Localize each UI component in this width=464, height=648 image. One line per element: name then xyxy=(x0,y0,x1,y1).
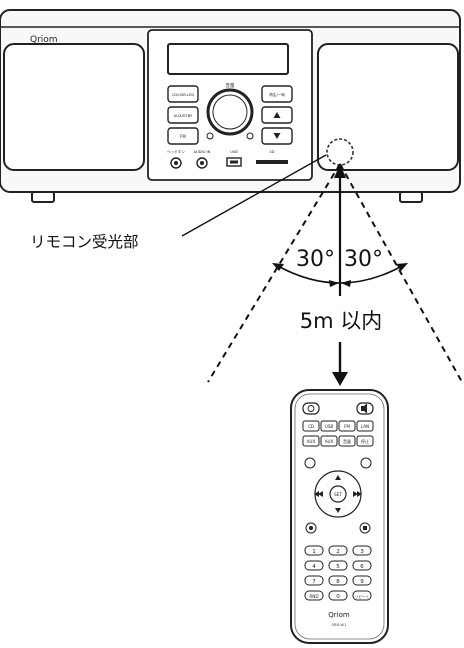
volume-knob-label: 音量 xyxy=(226,82,235,89)
remote-brand-logo: Qriom xyxy=(328,611,350,619)
dpad-up-icon xyxy=(335,475,341,480)
remote-return-button xyxy=(304,457,316,469)
unit-brand-logo: Qriom xyxy=(30,35,58,45)
right-speaker-grille xyxy=(317,43,459,171)
left-boundary-line xyxy=(207,163,341,383)
remote-key xyxy=(328,545,348,556)
remote-key xyxy=(352,545,372,556)
cd-usb-led-button xyxy=(167,85,199,103)
right-boundary-line xyxy=(339,163,463,383)
aux-stby-button xyxy=(167,106,199,124)
left-foot xyxy=(31,191,55,203)
remote-row2-btn xyxy=(320,435,338,447)
remote-row1-label: LAN xyxy=(361,424,369,429)
cd-usb-led-label: CD/USB-LED xyxy=(172,93,194,97)
display-window xyxy=(167,43,289,75)
left-speaker-grille xyxy=(3,43,145,171)
remote-row2-btn xyxy=(356,435,374,447)
remote-row1-label: CD xyxy=(308,424,314,429)
remote-key xyxy=(328,560,348,571)
distance-label: 5m 以内 xyxy=(300,309,383,333)
receiver-label: リモコン受光部 xyxy=(30,233,139,251)
callout-leader-line xyxy=(181,154,327,237)
aux-stby-label: AUX/STBY xyxy=(174,113,193,118)
sd-card-slot xyxy=(256,160,288,164)
remote-key xyxy=(328,575,348,586)
remote-row1-btn xyxy=(338,420,356,432)
remote-menu-button xyxy=(360,457,372,469)
remote-key xyxy=(352,590,372,601)
volume-knob xyxy=(206,88,254,136)
remote-row2-btn xyxy=(302,435,320,447)
speaker-icon xyxy=(361,403,367,414)
remote-key-label: 2 xyxy=(336,549,340,555)
remote-control: CD USB FM LAN AUX AUX 音量 停止 SET 1 xyxy=(290,389,389,644)
arc-arrow-center-left-icon xyxy=(329,280,339,287)
remote-row1-label: USB xyxy=(325,424,333,429)
remote-row1-btn xyxy=(302,420,320,432)
remote-key-label: 7 xyxy=(312,579,316,585)
remote-row1-btn xyxy=(356,420,374,432)
dpad-left-icon xyxy=(314,491,323,497)
remote-key-label: 0 xyxy=(336,594,340,600)
remote-row1-label: FM xyxy=(344,424,350,429)
fm-label: FM xyxy=(180,134,186,139)
arc-arrow-right-outer-icon xyxy=(396,263,408,271)
headphone-jack-label: ヘッドホン xyxy=(167,149,185,154)
left-angle-label: 30° xyxy=(296,247,335,272)
remote-row1-btn xyxy=(320,420,338,432)
remote-key-label: 6 xyxy=(360,564,364,570)
remote-key-label: 8 xyxy=(336,579,340,585)
up-triangle-icon xyxy=(273,112,281,118)
remote-row2-btn xyxy=(338,435,356,447)
play-pause-button xyxy=(261,85,293,103)
dpad-right-icon xyxy=(353,491,362,497)
remote-row2-label: 停止 xyxy=(361,438,369,444)
remote-key xyxy=(304,590,324,601)
arc-arrow-center-right-icon xyxy=(341,280,351,287)
down-arrow-head xyxy=(332,372,348,386)
remote-key xyxy=(352,575,372,586)
remote-row2-label: 音量 xyxy=(343,438,351,444)
remote-key-label: 3 xyxy=(360,549,364,555)
audio-in-label: AUDIO IN xyxy=(194,150,211,154)
remote-set-button xyxy=(329,485,347,503)
remote-key xyxy=(304,545,324,556)
remote-key-label: 5 xyxy=(336,564,340,570)
remote-power-button xyxy=(302,402,320,415)
remote-row2-label: AUX xyxy=(307,439,316,444)
down-triangle-icon xyxy=(273,133,281,139)
audio-unit: Qriom 音量 CD/USB-LED AUX/STBY FM 再生/一時 ヘッ… xyxy=(0,9,461,203)
remote-key xyxy=(304,575,324,586)
remote-key-label: リピート xyxy=(355,594,370,599)
remote-key xyxy=(352,560,372,571)
usb-port-label: USB xyxy=(230,150,238,154)
right-foot xyxy=(399,191,423,203)
remote-key-label: 4 xyxy=(312,564,316,570)
angle-arc xyxy=(277,265,403,284)
fm-button xyxy=(167,127,199,145)
sd-slot-label: SD xyxy=(269,150,274,154)
remote-key-label: 9 xyxy=(360,579,364,585)
remote-key-label: RND xyxy=(309,594,318,599)
remote-key-label: 1 xyxy=(312,549,316,555)
arc-arrow-left-outer-icon xyxy=(272,263,284,271)
play-pause-label: 再生/一時 xyxy=(269,92,285,97)
right-angle-label: 30° xyxy=(344,247,383,272)
center-axis-arrowhead-up xyxy=(334,164,346,178)
remote-key xyxy=(304,560,324,571)
remote-set-label: SET xyxy=(334,492,342,497)
remote-key xyxy=(328,590,348,601)
remote-row2-label: AUX xyxy=(325,439,334,444)
remote-model-label: SRB-W1 xyxy=(331,622,347,627)
dpad-down-icon xyxy=(335,508,341,513)
